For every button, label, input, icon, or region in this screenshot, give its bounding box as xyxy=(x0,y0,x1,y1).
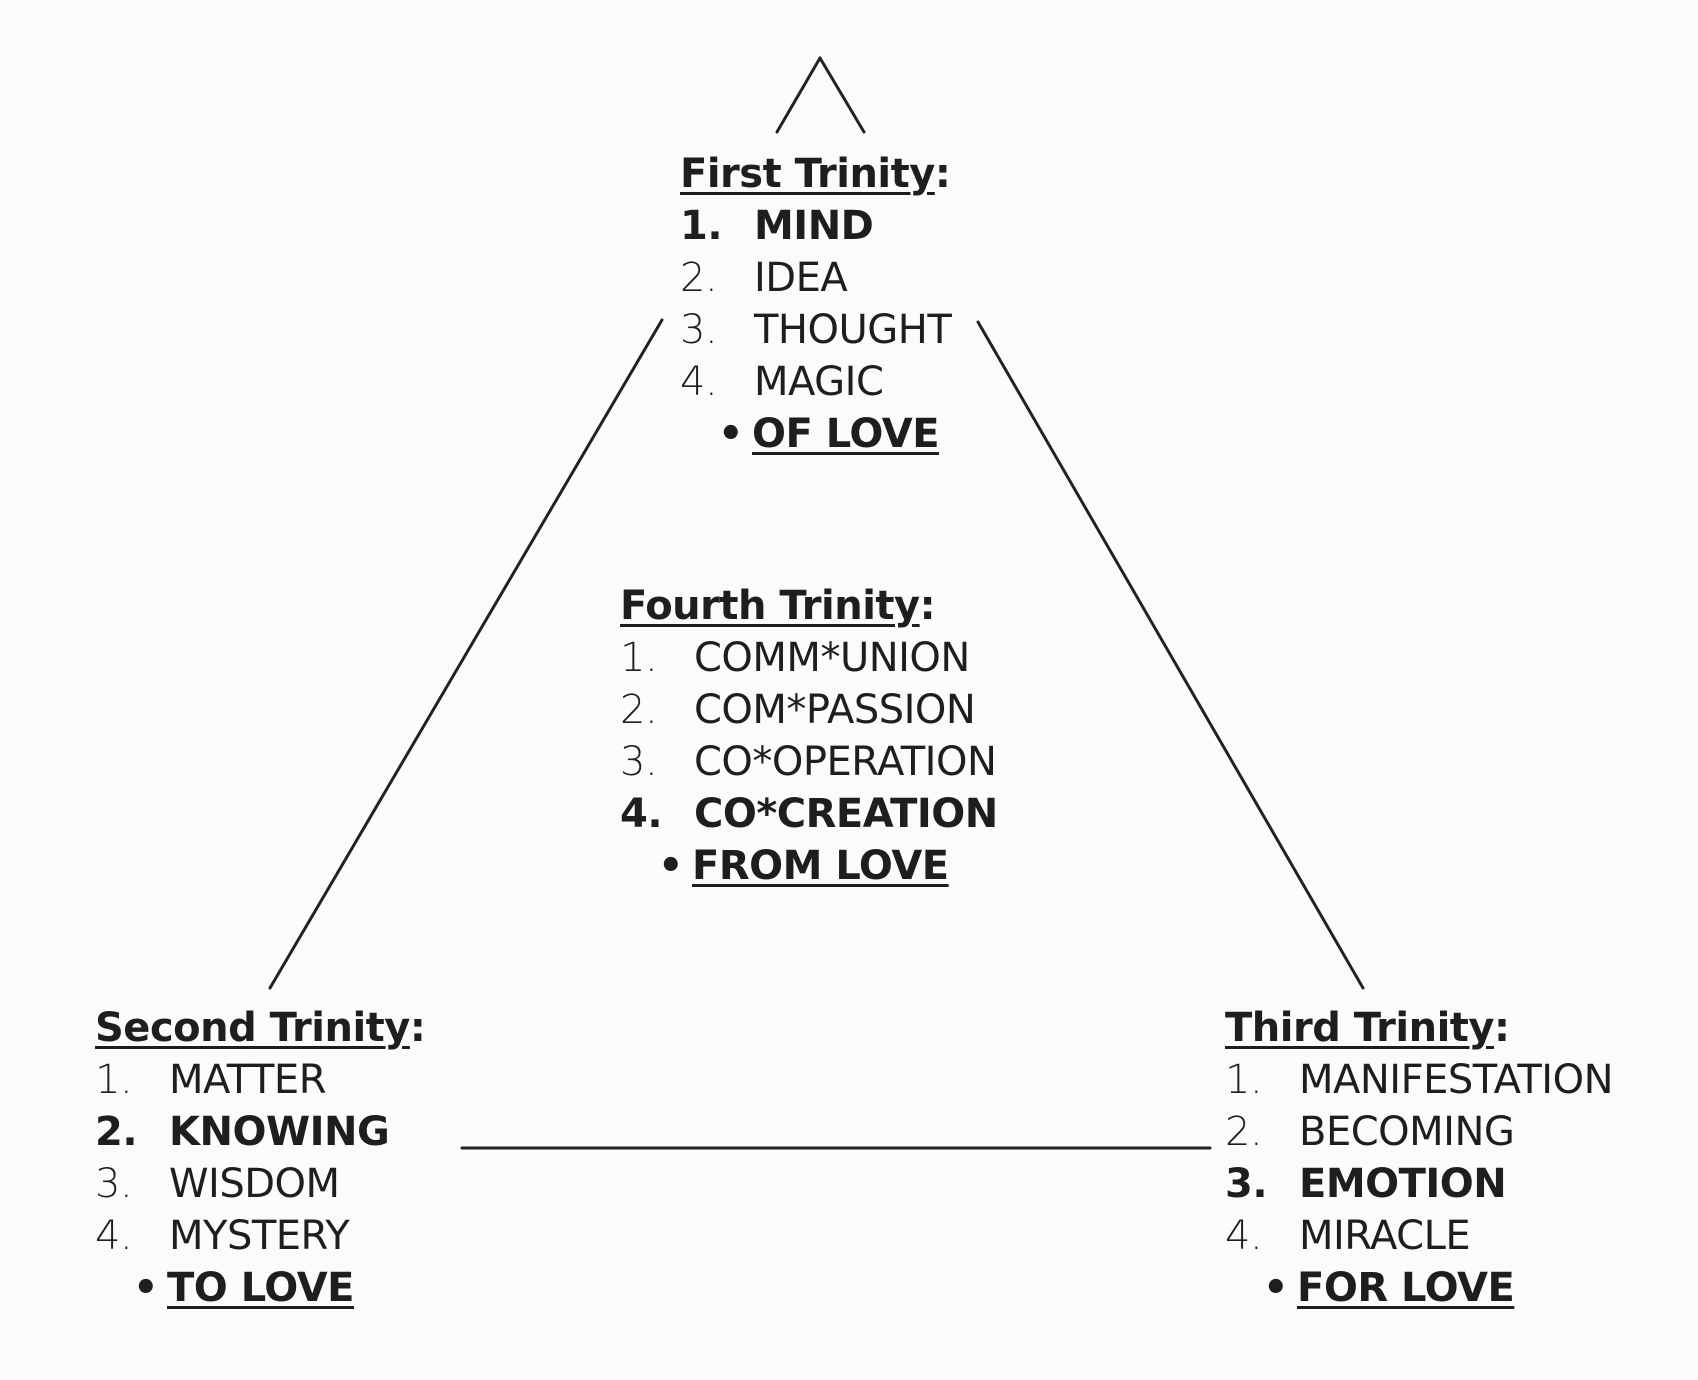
item-label: BECOMING xyxy=(1299,1109,1515,1155)
second-trinity-title: Second Trinity xyxy=(95,1005,410,1051)
item-label: MIRACLE xyxy=(1299,1213,1471,1259)
item-label: MANIFESTATION xyxy=(1299,1057,1614,1103)
left-side-line xyxy=(268,318,664,990)
item-number: 1. xyxy=(620,635,658,681)
third-trinity-block: Third Trinity: 1. MANIFESTATION 2. BECOMIN… xyxy=(1225,1002,1614,1314)
item-number: 4. xyxy=(95,1213,133,1259)
item-number: 2. xyxy=(680,255,718,301)
third-trinity-item-3: 3. EMOTION xyxy=(1225,1158,1613,1210)
first-trinity-item-2: 2. IDEA xyxy=(680,252,951,304)
first-trinity-love: •OF LOVE xyxy=(680,408,951,460)
item-number: 1. xyxy=(1225,1057,1263,1103)
first-trinity-item-4: 4. MAGIC xyxy=(680,356,951,408)
second-trinity-item-1: 1. MATTER xyxy=(95,1054,425,1106)
right-side-line xyxy=(976,320,1365,990)
item-number: 1. xyxy=(680,203,723,249)
item-number: 4. xyxy=(620,791,663,837)
first-trinity-colon: : xyxy=(934,151,951,197)
item-label: EMOTION xyxy=(1299,1161,1507,1207)
item-number: 4. xyxy=(680,359,718,405)
bullet-icon: • xyxy=(1263,1265,1289,1311)
apex-right-line xyxy=(818,56,866,134)
love-label: FOR LOVE xyxy=(1297,1265,1515,1311)
item-label: THOUGHT xyxy=(754,307,952,353)
love-label: OF LOVE xyxy=(752,411,940,457)
first-trinity-item-1: 1. MIND xyxy=(680,200,951,252)
fourth-trinity-item-3: 3. CO*OPERATION xyxy=(620,736,998,788)
first-trinity-heading: First Trinity: xyxy=(680,148,951,200)
bullet-icon: • xyxy=(658,843,684,889)
fourth-trinity-colon: : xyxy=(919,583,936,629)
second-trinity-item-4: 4. MYSTERY xyxy=(95,1210,425,1262)
second-trinity-item-3: 3. WISDOM xyxy=(95,1158,425,1210)
item-label: CO*OPERATION xyxy=(694,739,997,785)
item-number: 4. xyxy=(1225,1213,1263,1259)
item-label: MIND xyxy=(754,203,874,249)
bullet-icon: • xyxy=(133,1265,159,1311)
item-number: 3. xyxy=(1225,1161,1268,1207)
item-label: CO*CREATION xyxy=(694,791,998,837)
third-trinity-title: Third Trinity xyxy=(1225,1005,1494,1051)
third-trinity-love: •FOR LOVE xyxy=(1225,1262,1613,1314)
item-number: 2. xyxy=(620,687,658,733)
item-label: WISDOM xyxy=(169,1161,340,1207)
love-label: FROM LOVE xyxy=(692,843,949,889)
fourth-trinity-love: •FROM LOVE xyxy=(620,840,998,892)
second-trinity-colon: : xyxy=(409,1005,426,1051)
third-trinity-item-4: 4. MIRACLE xyxy=(1225,1210,1613,1262)
item-label: MYSTERY xyxy=(169,1213,350,1259)
second-trinity-heading: Second Trinity: xyxy=(95,1002,426,1054)
item-label: KNOWING xyxy=(169,1109,390,1155)
third-trinity-colon: : xyxy=(1493,1005,1510,1051)
item-number: 3. xyxy=(95,1161,133,1207)
item-label: COMM*UNION xyxy=(694,635,970,681)
first-trinity-block: First Trinity: 1. MIND 2. IDEA 3. THOUGHT 4… xyxy=(680,148,952,460)
item-number: 2. xyxy=(1225,1109,1263,1155)
item-number: 1. xyxy=(95,1057,133,1103)
bullet-icon: • xyxy=(718,411,744,457)
fourth-trinity-block: Fourth Trinity: 1. COMM*UNION 2. COM*PASSI… xyxy=(620,580,998,892)
fourth-trinity-item-4: 4. CO*CREATION xyxy=(620,788,998,840)
item-number: 3. xyxy=(620,739,658,785)
item-number: 3. xyxy=(680,307,718,353)
second-trinity-love: •TO LOVE xyxy=(95,1262,425,1314)
third-trinity-item-2: 2. BECOMING xyxy=(1225,1106,1613,1158)
second-trinity-item-2: 2. KNOWING xyxy=(95,1106,425,1158)
third-trinity-heading: Third Trinity: xyxy=(1225,1002,1613,1054)
second-trinity-block: Second Trinity: 1. MATTER 2. KNOWING 3. WIS… xyxy=(95,1002,426,1314)
third-trinity-item-1: 1. MANIFESTATION xyxy=(1225,1054,1614,1106)
item-number: 2. xyxy=(95,1109,138,1155)
fourth-trinity-item-2: 2. COM*PASSION xyxy=(620,684,998,736)
item-label: IDEA xyxy=(754,255,848,301)
item-label: MATTER xyxy=(169,1057,327,1103)
first-trinity-title: First Trinity xyxy=(680,151,935,197)
apex-left-line xyxy=(775,56,822,134)
fourth-trinity-title: Fourth Trinity xyxy=(620,583,920,629)
first-trinity-item-3: 3. THOUGHT xyxy=(680,304,952,356)
fourth-trinity-item-1: 1. COMM*UNION xyxy=(620,632,998,684)
love-label: TO LOVE xyxy=(167,1265,355,1311)
item-label: COM*PASSION xyxy=(694,687,976,733)
fourth-trinity-heading: Fourth Trinity: xyxy=(620,580,998,632)
item-label: MAGIC xyxy=(754,359,884,405)
